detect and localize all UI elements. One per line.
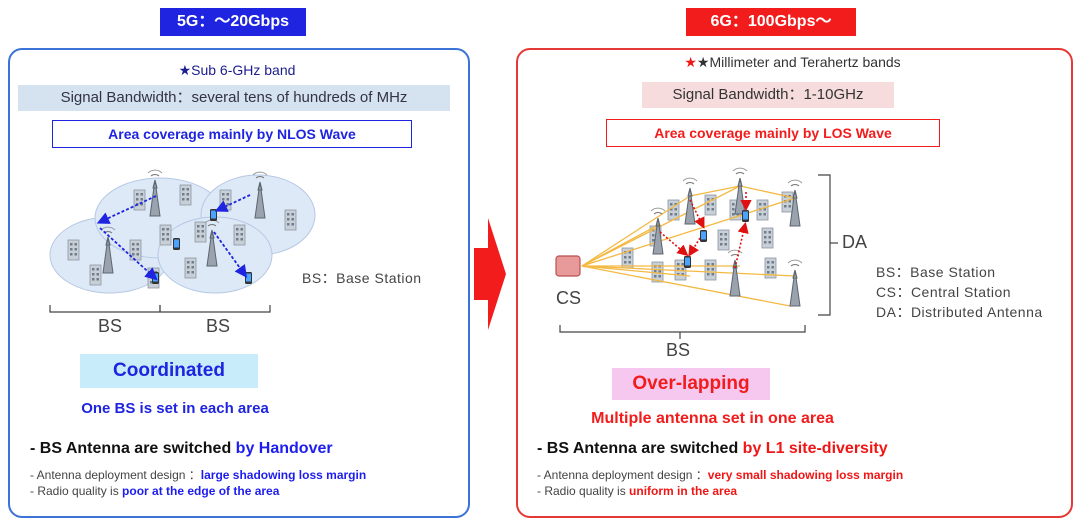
6g-detail-2-value: uniform in the area (629, 484, 738, 498)
5g-cell-diagram (49, 169, 316, 313)
6g-mode-desc: Multiple antenna set in one area (591, 410, 834, 427)
6g-bs-label: BS (666, 340, 691, 360)
5g-detail-2-prefix: - Radio quality is (30, 484, 123, 498)
smartphone-icon (742, 210, 749, 222)
5g-bs-label-2: BS (205, 316, 230, 336)
5g-header: 5G：～20Gbps (160, 8, 306, 36)
6g-detail-2-prefix: - Radio quality is (537, 484, 630, 498)
6g-band: ★★Millimeter and Terahertz bands (684, 54, 901, 70)
6g-legend-da: DA：Distributed Antenna (876, 304, 1043, 320)
5g-detail-2-value: poor at the edge of the area (122, 484, 280, 498)
5g-mode-desc: One BS is set in each area (81, 400, 269, 417)
6g-mode: Over-lapping (612, 368, 770, 400)
6g-legend-bs: BS：Base Station (876, 264, 996, 280)
5g-detail-1-prefix: - Antenna deployment design ： (30, 468, 201, 482)
5g-switch-method: by Handover (235, 440, 333, 457)
6g-legend-cs: CS：Central Station (876, 284, 1012, 300)
6g-switch-prefix: - BS Antenna are switched (537, 440, 743, 457)
smartphone-icon (700, 230, 707, 242)
6g-da-diagram (555, 167, 838, 339)
6g-switch-method: by L1 site-diversity (742, 440, 888, 457)
5g-mode: Coordinated (80, 354, 258, 388)
5g-bs-label-1: BS (97, 316, 122, 336)
5g-coverage: Area coverage mainly by NLOS Wave (52, 120, 412, 148)
6g-detail-1: - Antenna deployment design ：very small … (537, 466, 903, 483)
6g-band-text: ★Millimeter and Terahertz bands (696, 54, 901, 70)
6g-legend: BS：Base Station CS：Central Station DA：Di… (876, 262, 1043, 322)
5g-detail-2: - Radio quality is poor at the edge of t… (30, 484, 279, 498)
5g-switch-prefix: - BS Antenna are switched (30, 440, 236, 457)
5g-detail-1-value: large shadowing loss margin (200, 468, 367, 482)
5g-bandwidth: Signal Bandwidth：several tens of hundred… (18, 85, 450, 111)
5g-band: ★Sub 6-GHz band (178, 62, 296, 78)
smartphone-icon (684, 256, 691, 268)
6g-cs-label: CS (556, 288, 582, 308)
6g-header: 6G：100Gbps～ (686, 8, 856, 36)
6g-bandwidth: Signal Bandwidth：1-10GHz (642, 82, 894, 108)
6g-detail-2: - Radio quality is uniform in the area (537, 484, 737, 498)
6g-detail-1-prefix: - Antenna deployment design ： (537, 468, 708, 482)
smartphone-icon (245, 272, 252, 284)
6g-da-label: DA (842, 232, 868, 252)
smartphone-icon (173, 238, 180, 250)
6g-detail-1-value: very small shadowing loss margin (707, 468, 904, 482)
smartphone-icon (210, 209, 217, 221)
6g-coverage: Area coverage mainly by LOS Wave (606, 119, 940, 147)
6g-switch-line: - BS Antenna are switched by L1 site-div… (537, 440, 888, 458)
transition-arrow-icon (474, 218, 506, 330)
central-station-icon (555, 255, 581, 277)
smartphone-icon (152, 272, 159, 284)
5g-detail-1: - Antenna deployment design ：large shado… (30, 466, 366, 483)
5g-legend-bs: BS：Base Station (302, 270, 422, 286)
5g-switch-line: - BS Antenna are switched by Handover (30, 440, 333, 458)
base-station-tower-icon (787, 259, 803, 307)
